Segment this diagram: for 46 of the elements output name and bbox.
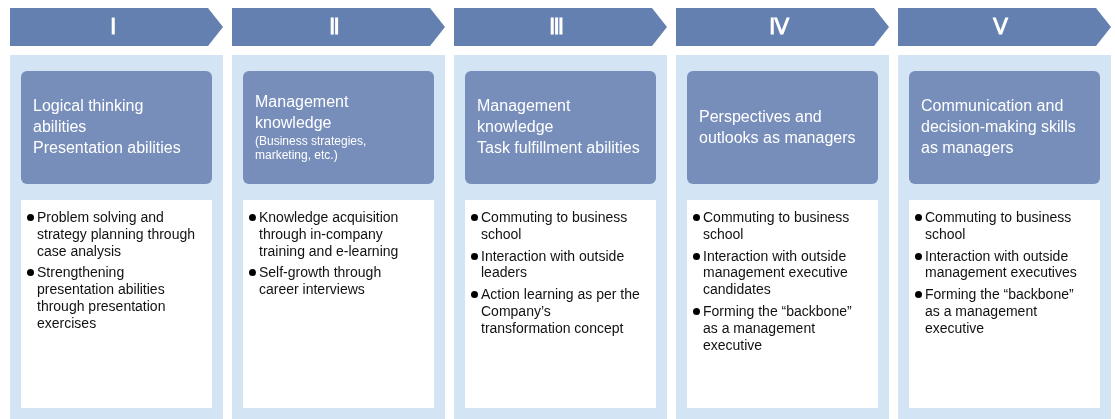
bullet-text: Forming the “backbone” as a management executive <box>703 303 853 354</box>
bullet-text: Forming the “backbone” as a management executive <box>925 286 1075 337</box>
stage-numeral: Ⅴ <box>993 16 1008 38</box>
column-panel <box>454 55 667 419</box>
bullet-text: Problem solving and strategy planning through case analysis <box>37 209 196 260</box>
column-panel <box>232 55 445 419</box>
heading-text: Management knowledge <box>255 92 350 134</box>
chevron-banner <box>898 8 1111 46</box>
bullet-list-box <box>687 200 878 408</box>
heading-text: Management knowledge <box>477 96 572 138</box>
bullet-text: Interaction with outside management executives <box>925 247 1078 282</box>
chevron-banner <box>232 8 445 46</box>
heading-text: Communication and decision-making skills as managers <box>921 96 1077 158</box>
stage-numeral: Ⅲ <box>549 16 564 38</box>
stage-numeral: Ⅰ <box>109 16 116 38</box>
heading-box <box>909 71 1100 184</box>
heading-text: Task fulfillment abilities <box>477 137 641 158</box>
bullet-list-box <box>465 200 656 408</box>
bullet-text: Commuting to business school <box>925 209 1073 243</box>
bullet-text: Interaction with outside management executive candidates <box>703 247 849 298</box>
bullet-text: Self-growth through career interviews <box>259 264 383 298</box>
bullet-text: Commuting to business school <box>481 209 629 243</box>
heading-text: Presentation abilities <box>33 137 182 158</box>
bullet-list-box <box>909 200 1100 408</box>
column-panel <box>10 55 223 419</box>
heading-text: Perspectives and outlooks as managers <box>699 106 857 148</box>
column-panel <box>676 55 889 419</box>
bullet-text: Action learning as per the Company’s transformation concept <box>481 286 641 337</box>
chevron-banner <box>10 8 223 46</box>
stage-numeral: Ⅱ <box>329 16 340 38</box>
bullet-text: Strengthening presentation abilities through presentation exercises <box>37 264 167 332</box>
heading-text: (Business strategies, marketing, etc.) <box>255 133 368 163</box>
bullet-text: Commuting to business school <box>703 209 851 243</box>
column-panel <box>898 55 1111 419</box>
heading-text: Logical thinking abilities <box>33 96 145 138</box>
chevron-banner <box>676 8 889 46</box>
bullet-list-box <box>21 200 212 408</box>
heading-box <box>243 71 434 184</box>
bullet-list-box <box>243 200 434 408</box>
heading-box <box>687 71 878 184</box>
heading-box <box>465 71 656 184</box>
bullet-text: Knowledge acquisition through in-company training and e-learning <box>259 209 400 260</box>
bullet-text: Interaction with outside leaders <box>481 247 626 282</box>
stage-numeral: Ⅳ <box>768 16 789 38</box>
chevron-banner <box>454 8 667 46</box>
heading-box <box>21 71 212 184</box>
